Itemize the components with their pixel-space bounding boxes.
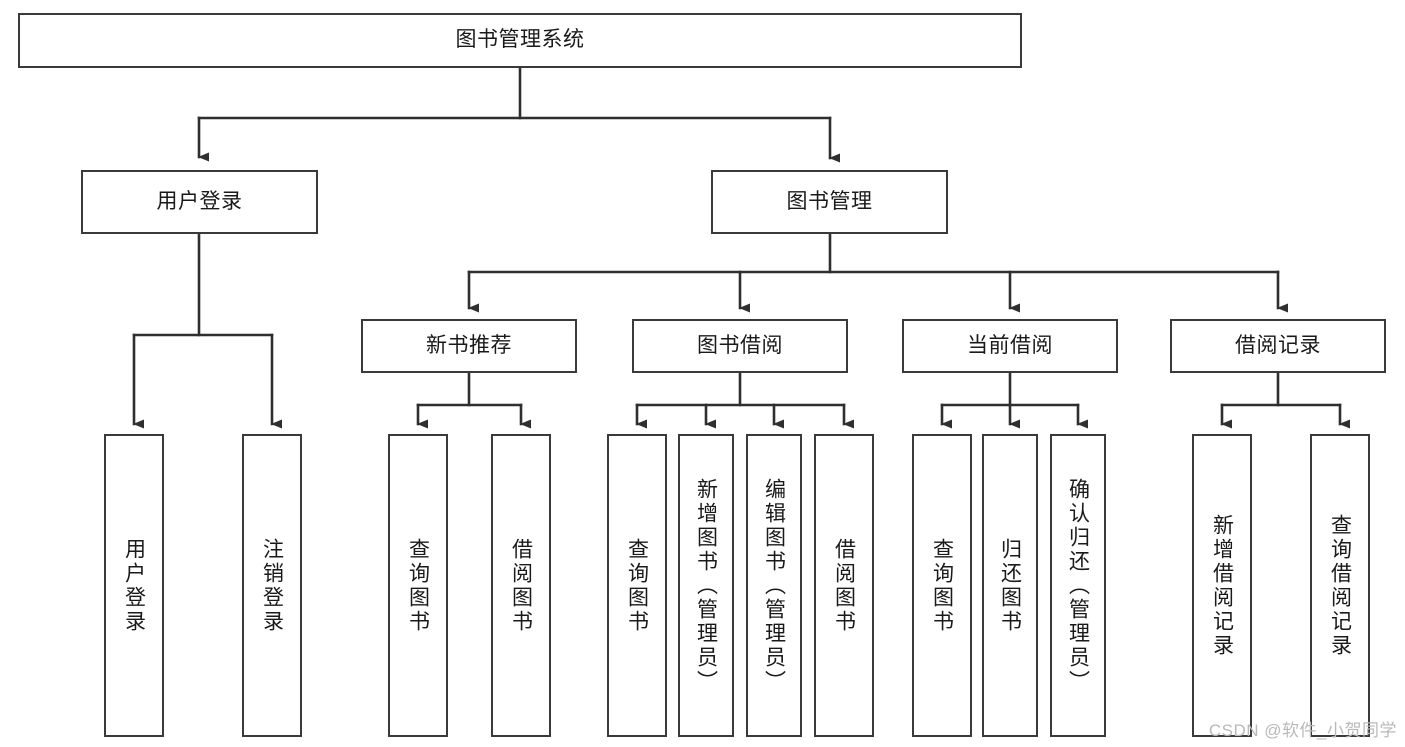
csdn-watermark: CSDN @软件_小贺同学 — [1208, 721, 1397, 740]
node-leaf-borrow-book-recommend[interactable]: 借阅图书 — [491, 434, 551, 737]
node-label: 新增借阅记录 — [1210, 513, 1234, 658]
node-leaf-confirm-return-admin[interactable]: 确认归还（管理员） — [1050, 434, 1106, 737]
node-label: 图书管理系统 — [455, 28, 585, 52]
node-label: 查询图书 — [406, 537, 430, 634]
node-leaf-query-borrow-record[interactable]: 查询借阅记录 — [1310, 434, 1370, 737]
node-leaf-user-logout[interactable]: 注销登录 — [242, 434, 302, 737]
node-label: 借阅图书 — [832, 537, 856, 634]
node-label: 新增图书（管理员） — [694, 477, 718, 694]
node-leaf-add-borrow-record[interactable]: 新增借阅记录 — [1192, 434, 1252, 737]
node-label: 查询图书 — [930, 537, 954, 634]
node-label: 新书推荐 — [426, 333, 512, 357]
node-label: 注销登录 — [260, 537, 284, 634]
node-leaf-borrow-book[interactable]: 借阅图书 — [814, 434, 874, 737]
node-label: 借阅图书 — [509, 537, 533, 634]
node-user-login[interactable]: 用户登录 — [81, 170, 318, 234]
node-leaf-return-book[interactable]: 归还图书 — [982, 434, 1038, 737]
node-label: 用户登录 — [122, 537, 146, 634]
node-label: 图书借阅 — [697, 333, 783, 357]
node-leaf-edit-book-admin[interactable]: 编辑图书（管理员） — [746, 434, 802, 737]
node-label: 当前借阅 — [967, 333, 1053, 357]
node-leaf-query-book-recommend[interactable]: 查询图书 — [388, 434, 448, 737]
node-label: 图书管理 — [786, 189, 873, 213]
node-label: 查询借阅记录 — [1328, 513, 1352, 658]
node-label: 编辑图书（管理员） — [762, 477, 786, 694]
node-new-book-recommend[interactable]: 新书推荐 — [361, 319, 577, 373]
node-label: 归还图书 — [998, 537, 1022, 634]
node-label: 确认归还（管理员） — [1066, 477, 1090, 694]
node-current-borrow[interactable]: 当前借阅 — [902, 319, 1118, 373]
node-label: 借阅记录 — [1235, 333, 1321, 357]
node-root-book-management-system[interactable]: 图书管理系统 — [18, 13, 1022, 68]
node-leaf-add-book-admin[interactable]: 新增图书（管理员） — [678, 434, 734, 737]
node-label: 用户登录 — [156, 189, 243, 213]
node-book-management[interactable]: 图书管理 — [711, 170, 948, 234]
node-borrow-record[interactable]: 借阅记录 — [1170, 319, 1386, 373]
node-leaf-query-book-current[interactable]: 查询图书 — [912, 434, 972, 737]
node-label: 查询图书 — [625, 537, 649, 634]
node-book-borrow[interactable]: 图书借阅 — [632, 319, 848, 373]
node-leaf-query-book-borrow[interactable]: 查询图书 — [607, 434, 667, 737]
node-leaf-user-login[interactable]: 用户登录 — [104, 434, 164, 737]
